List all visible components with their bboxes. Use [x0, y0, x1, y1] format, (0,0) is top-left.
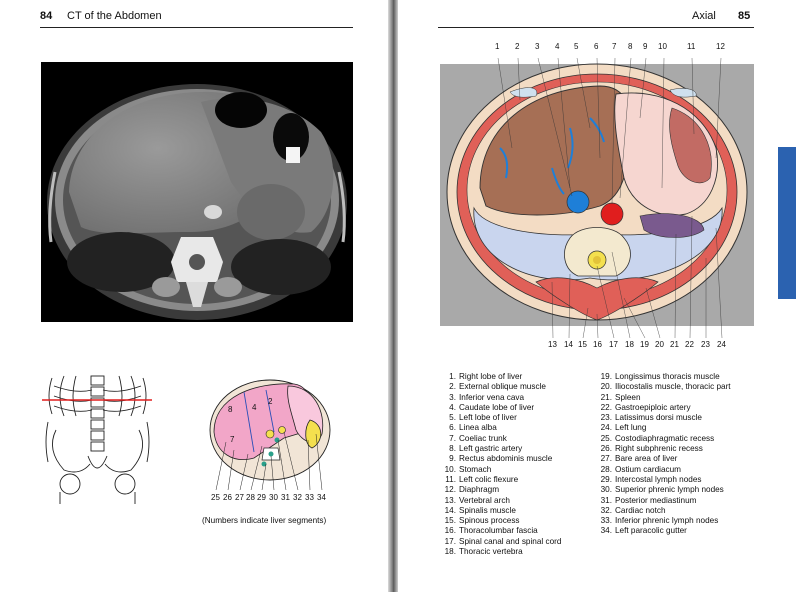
legend-item: 7.Coeliac trunk [449, 433, 507, 443]
legend-item: 34.Left paracolic gutter [600, 526, 687, 536]
legend-item: 9.Rectus abdominis muscle [449, 454, 553, 464]
diagram-label: 4 [555, 42, 560, 51]
diagram-label: 14 [564, 340, 573, 349]
diagram-label: 17 [609, 340, 618, 349]
legend-item: 17.Spinal canal and spinal cord [444, 536, 562, 546]
diagram-label: 23 [701, 340, 710, 349]
right-page-number: 85 [738, 10, 751, 22]
diagram-label: 13 [548, 340, 557, 349]
mini-segment-label: 2 [268, 397, 273, 406]
legend-item: 29.Intercostal lymph nodes [600, 474, 702, 484]
right-header-rule [438, 27, 754, 28]
mini-label: 33 [305, 493, 314, 502]
diagram-label: 5 [574, 42, 579, 51]
diagram-label: 20 [655, 340, 664, 349]
diagram-label: 19 [640, 340, 649, 349]
diagram-label: 18 [625, 340, 634, 349]
legend-item: 16.Thoracolumbar fascia [444, 526, 538, 536]
mini-label: 34 [317, 493, 326, 502]
legend-item: 33.Inferior phrenic lymph nodes [600, 516, 719, 526]
legend-item: 28.Ostium cardiacum [600, 464, 681, 474]
diagram-label: 11 [687, 42, 696, 51]
legend-item: 3.Inferior vena cava [449, 392, 525, 402]
scout-localizer-diagram [40, 372, 155, 504]
anatomical-diagram: 1 2 3 4 5 6 7 8 9 10 11 12 13 14 15 16 1… [440, 38, 754, 350]
mini-label: 32 [293, 493, 302, 502]
diagram-label: 24 [717, 340, 726, 349]
left-header-rule [40, 27, 353, 28]
legend-item: 23.Latissimus dorsi muscle [600, 413, 702, 423]
chapter-tab-marker [778, 147, 796, 299]
legend-item: 27.Bare area of liver [600, 454, 678, 464]
legend-item: 26.Right subphrenic recess [600, 444, 703, 454]
diagram-label: 21 [670, 340, 679, 349]
mini-label: 29 [257, 493, 266, 502]
diagram-label: 9 [643, 42, 648, 51]
legend-item: 13.Vertebral arch [444, 495, 510, 505]
legend-item: 22.Gastroepiploic artery [600, 402, 691, 412]
diagram-label: 3 [535, 42, 540, 51]
mini-segment-label: 7 [230, 435, 235, 444]
left-page-title: CT of the Abdomen [67, 10, 162, 22]
liver-segments-diagram: 8 4 2 7 25 26 27 28 29 30 31 3 [204, 372, 338, 504]
ct-axial-image [41, 62, 353, 322]
legend-item: 19.Longissimus thoracis muscle [600, 372, 720, 381]
diagram-label: 8 [628, 42, 633, 51]
legend-item: 25.Costodiaphragmatic recess [600, 433, 715, 443]
diagram-label: 16 [593, 340, 602, 349]
mini-label: 30 [269, 493, 278, 502]
legend-item: 2.External oblique muscle [449, 382, 546, 392]
legend-item: 14.Spinalis muscle [444, 505, 516, 515]
diagram-label: 15 [578, 340, 587, 349]
legend-item: 6.Linea alba [449, 423, 497, 433]
legend-item: 21.Spleen [600, 392, 641, 402]
legend-item: 18.Thoracic vertebra [444, 547, 523, 557]
legend-item: 4.Caudate lobe of liver [449, 402, 535, 412]
left-page-number: 84 [40, 10, 53, 22]
legend-item: 30.Superior phrenic lymph nodes [600, 485, 724, 495]
mini-label: 27 [235, 493, 244, 502]
legend-item: 24.Left lung [600, 423, 647, 433]
legend-item: 5.Left lobe of liver [449, 413, 517, 423]
mini-label: 25 [211, 493, 220, 502]
legend-item: 32.Cardiac notch [600, 505, 666, 515]
legend-item: 15.Spinous process [444, 516, 520, 526]
legend-item: 20.Iliocostalis muscle, thoracic part [600, 382, 731, 392]
mini-segment-label: 8 [228, 405, 233, 414]
diagram-label: 10 [658, 42, 667, 51]
right-page-title: Axial [692, 10, 716, 22]
mini-segment-label: 4 [252, 403, 257, 412]
legend-item: 11.Left colic flexure [445, 474, 519, 484]
book-gutter [388, 0, 398, 592]
legend-item: 10.Stomach [444, 464, 492, 474]
diagram-label: 2 [515, 42, 520, 51]
legend-item: 12.Diaphragm [444, 485, 500, 495]
mini-label: 28 [246, 493, 255, 502]
legend-item: 8.Left gastric artery [449, 444, 523, 454]
legend-column-2: 19.Longissimus thoracis muscle 20.Ilioco… [594, 372, 731, 537]
diagram-label: 12 [716, 42, 725, 51]
legend-column-1: 1.Right lobe of liver 2.External oblique… [438, 372, 562, 557]
left-page: 84 CT of the Abdomen [0, 0, 388, 592]
diagram-label: 1 [495, 42, 500, 51]
diagram-label: 7 [612, 42, 617, 51]
legend-item: 31.Posterior mediastinum [600, 495, 697, 505]
mini-label: 26 [223, 493, 232, 502]
diagram-label: 6 [594, 42, 599, 51]
figure-caption: (Numbers indicate liver segments) [202, 516, 327, 525]
mini-label: 31 [281, 493, 290, 502]
diagram-label: 22 [685, 340, 694, 349]
legend-item: 1.Right lobe of liver [449, 372, 523, 381]
